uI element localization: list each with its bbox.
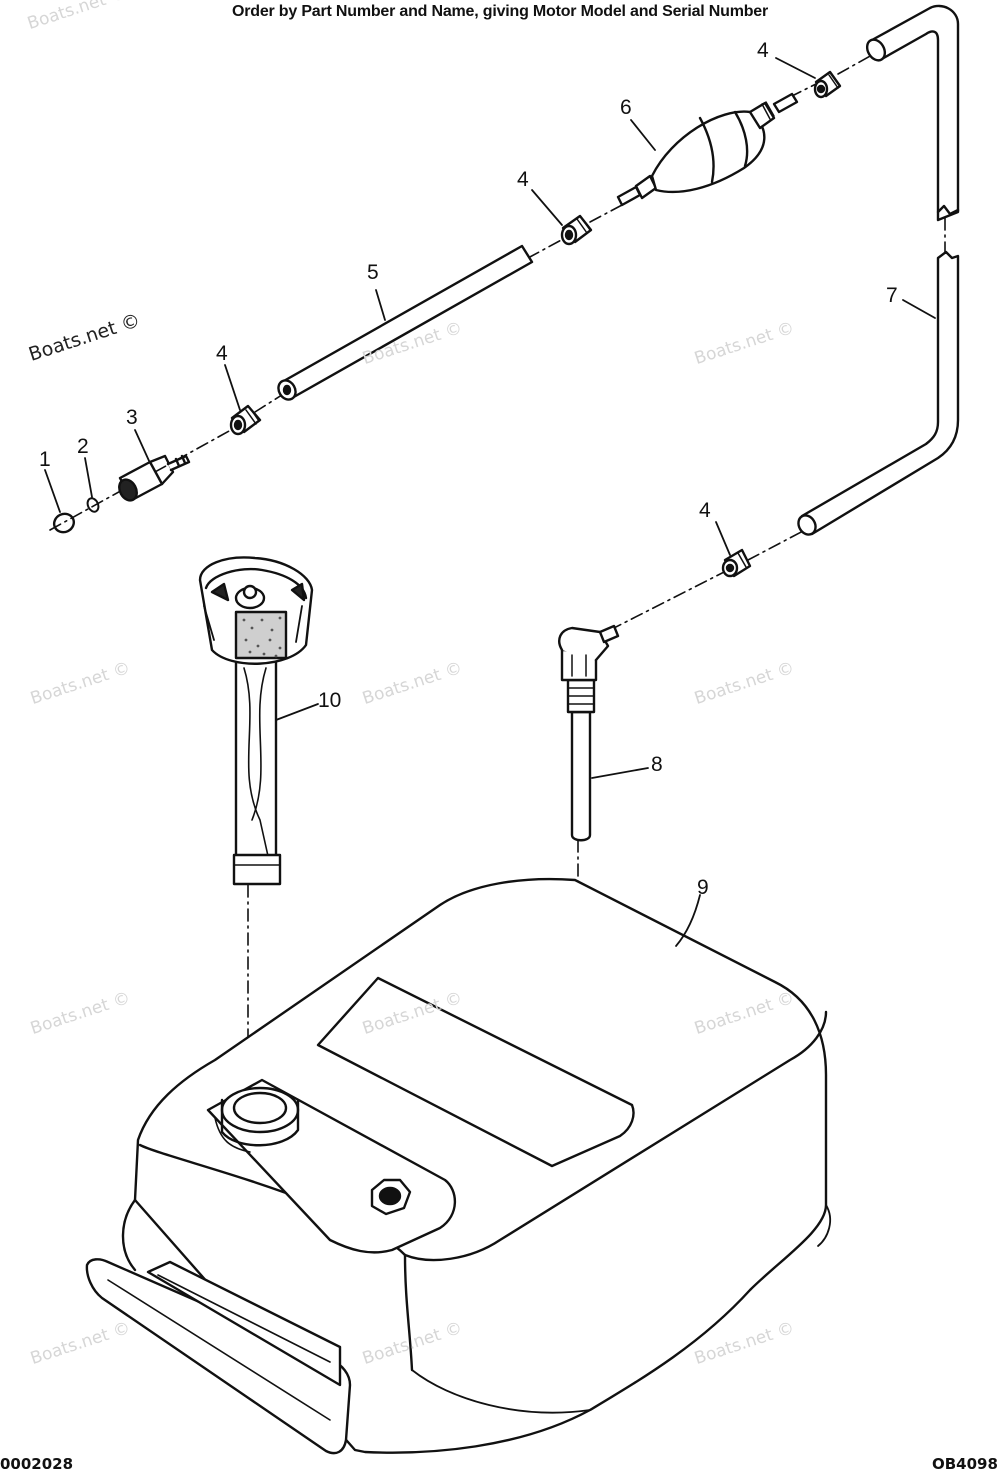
part-5-hose bbox=[277, 244, 534, 401]
callout-4c: 4 bbox=[757, 39, 769, 62]
callout-5: 5 bbox=[367, 261, 379, 284]
part-6-primer-bulb bbox=[616, 92, 799, 207]
part-4-clamp-d bbox=[721, 548, 752, 578]
callout-10: 10 bbox=[318, 689, 342, 712]
part-9-fuel-tank bbox=[85, 877, 831, 1455]
callout-4b: 4 bbox=[517, 168, 529, 191]
order-instruction: Order by Part Number and Name, giving Mo… bbox=[231, 3, 769, 20]
part-1-o-ring bbox=[52, 512, 76, 534]
callout-4a: 4 bbox=[216, 342, 228, 365]
callout-4d: 4 bbox=[699, 499, 711, 522]
callout-8: 8 bbox=[651, 753, 663, 776]
callout-3: 3 bbox=[126, 406, 138, 429]
part-10-fuel-gauge bbox=[198, 556, 314, 886]
callout-1: 1 bbox=[39, 448, 51, 471]
leader-lines bbox=[44, 57, 936, 947]
callout-7: 7 bbox=[886, 284, 898, 307]
callout-2: 2 bbox=[77, 435, 89, 458]
callout-9: 9 bbox=[697, 876, 709, 899]
drawing-code-right: OB4098 bbox=[932, 1455, 998, 1473]
part-4-clamp-c bbox=[813, 70, 842, 99]
drawing-code-left: 0002028 bbox=[0, 1455, 74, 1473]
part-2-o-ring bbox=[86, 497, 100, 513]
part-4-clamp-a bbox=[229, 404, 262, 436]
part-8-pickup-tube bbox=[558, 624, 620, 842]
callout-6: 6 bbox=[620, 96, 632, 119]
part-7-hose bbox=[797, 4, 960, 536]
part-3-connector bbox=[118, 454, 191, 502]
part-4-clamp-b bbox=[560, 214, 593, 246]
